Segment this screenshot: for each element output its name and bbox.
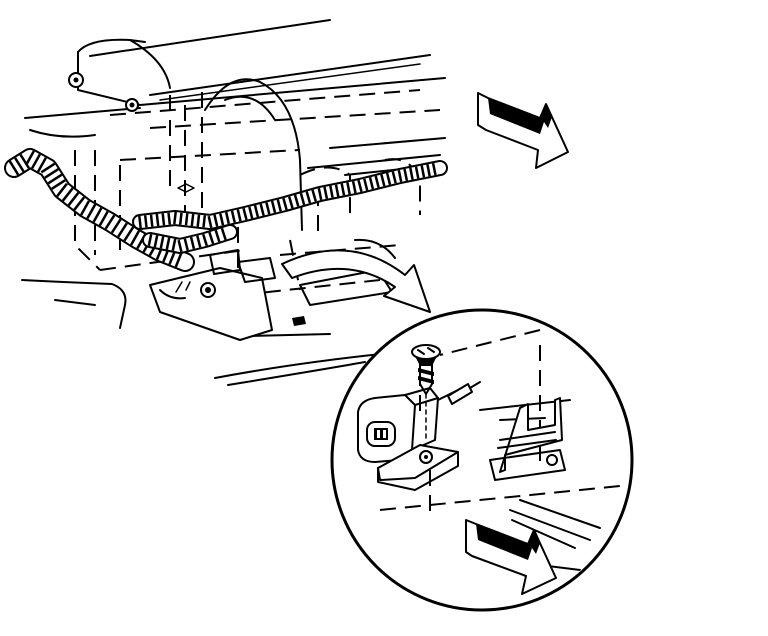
conduit-rib xyxy=(397,169,403,183)
retaining-screw xyxy=(411,344,441,441)
conduit-rib xyxy=(190,213,195,227)
conduit-rib xyxy=(138,215,142,229)
rotation-arrow xyxy=(281,249,431,313)
conduit-rib xyxy=(67,191,80,207)
conduit-rib xyxy=(385,172,392,186)
conduit-rib xyxy=(323,186,329,199)
conduit-rib xyxy=(351,181,357,194)
conduit-rib xyxy=(61,187,74,202)
conduit-rib xyxy=(171,238,177,251)
conduit-rib xyxy=(174,251,183,268)
conduit-rib xyxy=(334,184,340,197)
wiring-harness-conduit xyxy=(4,148,448,272)
conduit-rib xyxy=(311,189,318,202)
conduit-rib xyxy=(282,197,288,211)
conduit-rib xyxy=(224,211,231,225)
conduit-rib xyxy=(357,179,363,193)
conduit-rib xyxy=(202,233,208,247)
mounting-bracket xyxy=(149,249,306,341)
conduit-rib xyxy=(259,203,265,216)
conduit-rib xyxy=(329,185,334,198)
conduit-rib xyxy=(340,183,346,196)
conduit-rib xyxy=(253,204,260,218)
conduit-rib xyxy=(123,226,135,242)
conduit-rib xyxy=(189,236,196,250)
conduit-rib xyxy=(86,203,97,220)
conduit-rib xyxy=(270,200,277,214)
conduit-rib xyxy=(56,182,68,198)
conduit-rib xyxy=(153,235,159,248)
conduit-rib xyxy=(202,215,207,228)
conduit-rib xyxy=(14,157,25,173)
conduit-rib xyxy=(155,213,160,227)
conduit-rib xyxy=(161,213,166,226)
conduit-rib xyxy=(167,212,172,225)
conduit-rib xyxy=(207,215,213,229)
conduit-rib xyxy=(299,192,306,206)
conduit-rib xyxy=(73,196,86,211)
conduit-rib xyxy=(219,213,225,226)
conduit-rib xyxy=(220,227,227,241)
conduit-rib xyxy=(293,194,300,207)
conduit-rib xyxy=(40,162,56,174)
conduit-rib xyxy=(173,211,177,225)
conduit-rib xyxy=(242,207,248,221)
conduit-rib xyxy=(183,238,189,251)
conduit-rib xyxy=(51,179,66,190)
conduit-rib xyxy=(426,164,431,177)
conduit-rib xyxy=(147,233,153,247)
conduit-rib xyxy=(214,229,221,243)
conduit-rib xyxy=(130,230,140,246)
conduit-rib xyxy=(374,175,380,188)
conduit-rib xyxy=(409,167,414,180)
conduit-rib xyxy=(317,187,323,201)
conduit-rib xyxy=(8,160,20,176)
conduit-rib xyxy=(265,202,271,215)
conduit-rib xyxy=(208,231,215,245)
conduit-rib xyxy=(110,218,122,234)
conduit-rib xyxy=(213,214,219,227)
conduit-rib xyxy=(305,191,312,204)
conduit-rib xyxy=(368,176,375,190)
conduit-rib xyxy=(248,206,254,219)
conduit-rib xyxy=(363,178,369,191)
conduit-rib xyxy=(37,157,47,173)
detail-magnifier-circle xyxy=(330,308,634,612)
conduit-rib xyxy=(159,236,165,249)
conduit-rib xyxy=(276,199,282,212)
conduit-rib xyxy=(380,174,386,187)
direction-arrow-top xyxy=(477,92,569,169)
conduit-rib xyxy=(403,168,409,181)
conduit-rib xyxy=(230,210,236,223)
conduit-rib xyxy=(19,153,30,169)
direction-arrow-bottom xyxy=(465,519,557,595)
conduit-rib xyxy=(178,212,183,225)
conduit-rib xyxy=(346,182,351,195)
sensor-connector xyxy=(357,381,481,491)
conduit-rib xyxy=(31,153,41,169)
conduit-rib xyxy=(431,163,437,176)
conduit-rib xyxy=(196,214,201,227)
conduit-rib xyxy=(287,196,294,209)
conduit-rib xyxy=(391,171,397,184)
conduit-rib xyxy=(117,222,128,238)
conduit-rib xyxy=(184,213,189,226)
conduit-rib xyxy=(44,168,59,179)
conduit-rib xyxy=(149,214,154,227)
conduit-rib xyxy=(92,207,103,223)
conduit-rib xyxy=(165,237,171,250)
conduit-rib xyxy=(80,200,90,216)
conduit-rib xyxy=(414,166,420,179)
conduit-rib xyxy=(104,214,116,230)
conduit-rib xyxy=(420,165,426,178)
conduit-rib xyxy=(25,150,35,166)
conduit-rib xyxy=(47,173,63,185)
conduit-rib xyxy=(143,215,148,228)
conduit-rib xyxy=(98,210,109,227)
conduit-rib xyxy=(196,235,202,248)
conduit-rib xyxy=(236,209,242,222)
conduit-rib xyxy=(177,239,183,253)
